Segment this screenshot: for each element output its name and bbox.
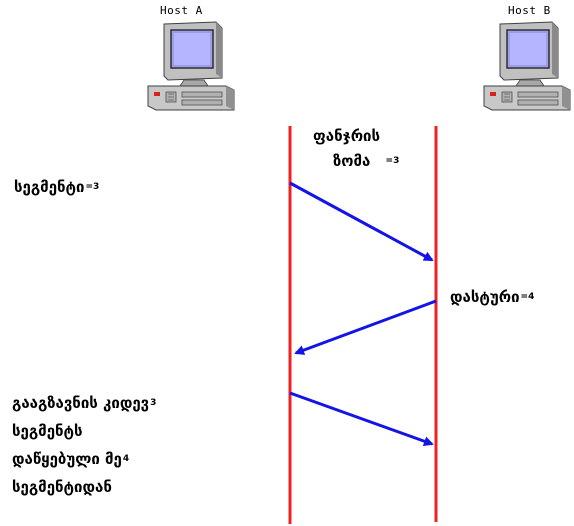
resend-line-3-text: დაწყებული მე bbox=[12, 450, 122, 468]
resend-line-1-value: 3 bbox=[150, 398, 157, 408]
segment-arrow bbox=[289, 181, 434, 262]
resend-line-2: სეგმენტს bbox=[12, 422, 83, 440]
host-b-computer-icon bbox=[483, 21, 571, 111]
resend-line-1: გააგზავნის კიდევ3 bbox=[12, 394, 156, 412]
window-size-label-line1: ფანჯრის bbox=[313, 127, 381, 145]
host-b-label: Host B bbox=[508, 4, 551, 17]
host-a-computer-icon bbox=[147, 21, 235, 111]
host-a-label: Host A bbox=[160, 4, 203, 17]
ack-label-text: დასტური bbox=[450, 288, 520, 306]
resend-line-3: დაწყებული მე4 bbox=[12, 450, 129, 468]
ack-label: დასტური=4 bbox=[450, 288, 534, 306]
window-size-label-line2: ზომა =3 bbox=[333, 152, 399, 170]
resend-line-3-value: 4 bbox=[122, 454, 130, 464]
resend-line-4: სეგმენტიდან bbox=[12, 478, 112, 496]
window-size-label-text: ზომა bbox=[333, 152, 371, 170]
segment-label: სეგმენტი=3 bbox=[14, 178, 99, 196]
segment-value: =3 bbox=[85, 182, 100, 192]
resend-arrow bbox=[289, 391, 434, 447]
window-size-value: =3 bbox=[385, 156, 400, 166]
resend-line-1-text: გააგზავნის კიდევ bbox=[12, 394, 150, 412]
ack-value: =4 bbox=[520, 292, 535, 302]
segment-label-text: სეგმენტი bbox=[14, 178, 85, 196]
ack-arrow bbox=[294, 299, 437, 355]
